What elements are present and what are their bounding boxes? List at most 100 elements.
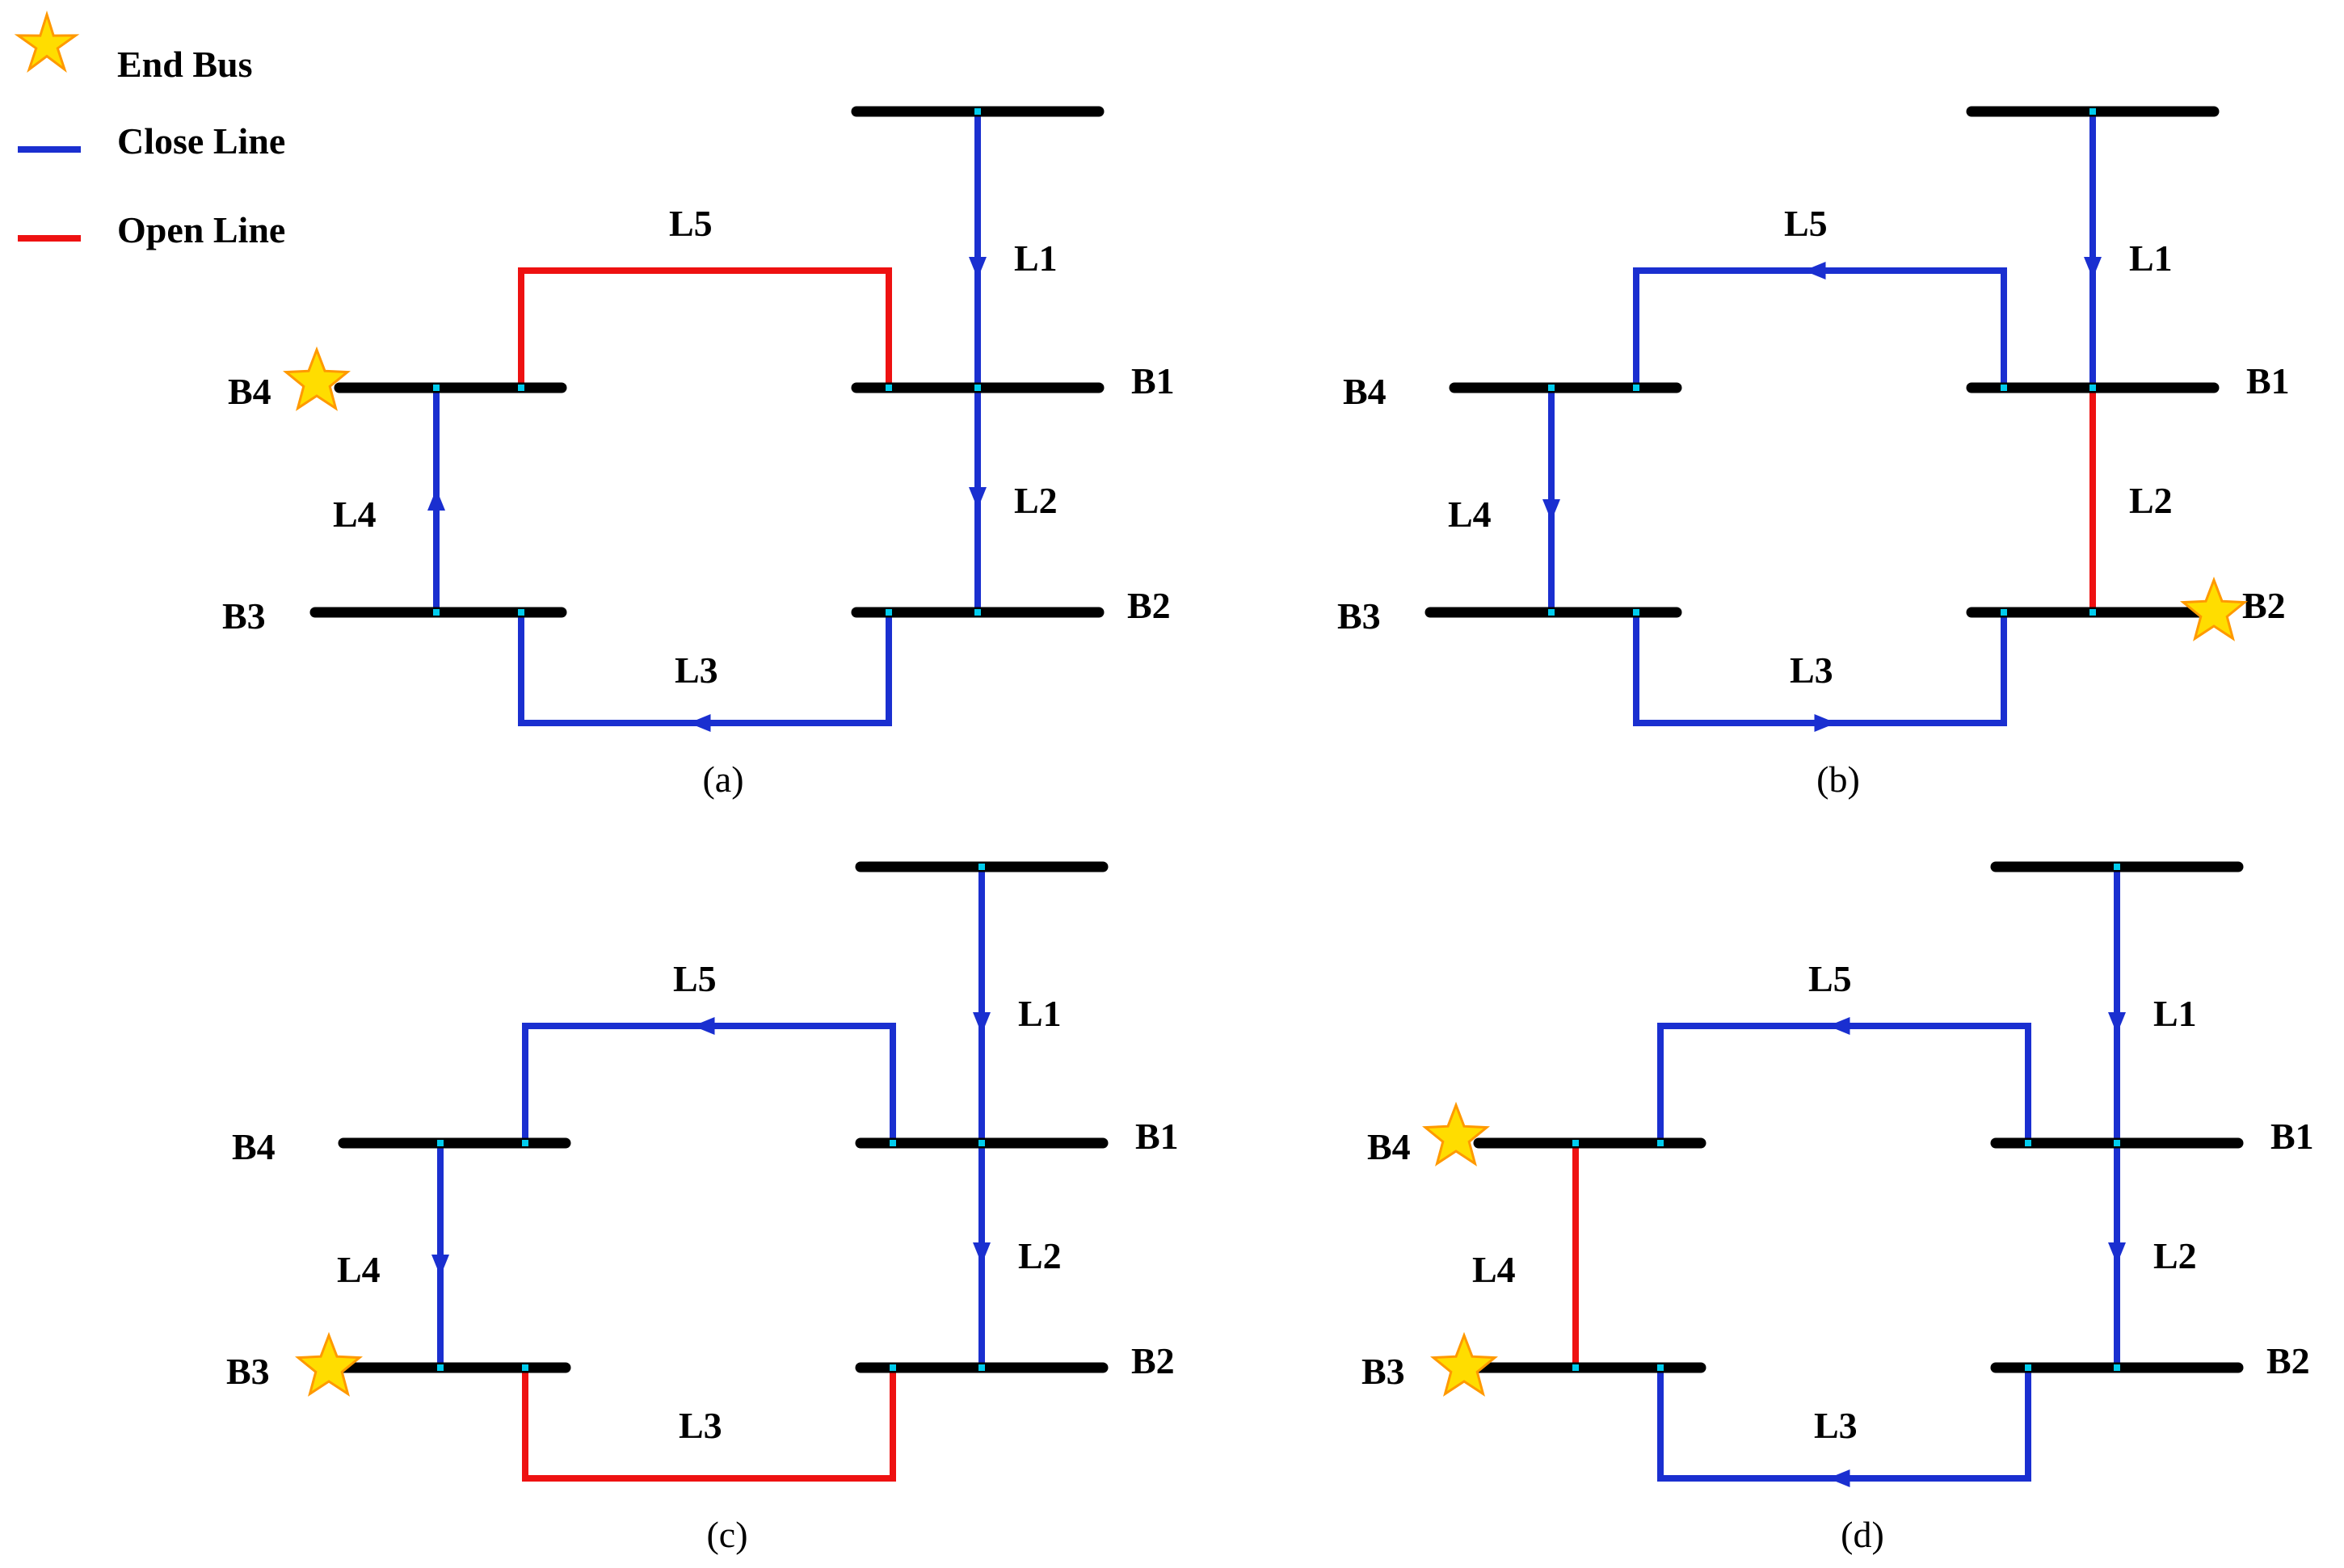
bus-tap [886, 385, 892, 391]
bus-tap [437, 1364, 444, 1371]
l2-flow-arrow-icon [973, 1242, 991, 1264]
line-label-l3: L3 [679, 1405, 722, 1446]
bus-tap [1572, 1140, 1579, 1146]
bus-tap [890, 1140, 896, 1146]
bus-tap [433, 385, 440, 391]
bus-tap [978, 864, 985, 870]
line-label-l4: L4 [1448, 494, 1492, 535]
end-bus-star-icon [295, 1331, 363, 1397]
l4-flow-arrow-icon [427, 489, 445, 511]
line-label-l3: L3 [1814, 1405, 1858, 1446]
l4-flow-arrow-icon [1542, 499, 1560, 521]
bus-label-b2: B2 [1131, 1340, 1175, 1381]
l1-flow-arrow-icon [973, 1012, 991, 1034]
bus-tap [522, 1364, 528, 1371]
line-label-l3: L3 [675, 649, 718, 691]
bus-tap [2001, 609, 2007, 616]
bus-label-b4: B4 [228, 371, 271, 412]
l5-flow-arrow-icon [692, 1017, 715, 1035]
line-label-l1: L1 [1014, 238, 1058, 279]
bus-label-b1: B1 [2246, 360, 2290, 401]
bus-tap [2114, 1364, 2120, 1371]
bus-tap [433, 609, 440, 616]
panel-caption: (d) [1841, 1514, 1884, 1555]
bus-tap [1548, 385, 1555, 391]
bus-label-b3: B3 [222, 595, 266, 637]
bus-tap [1657, 1364, 1664, 1371]
l2-flow-arrow-icon [969, 487, 987, 509]
l1-flow-arrow-icon [2108, 1012, 2126, 1034]
bus-label-b1: B1 [2270, 1116, 2314, 1157]
bus-label-b2: B2 [2266, 1340, 2310, 1381]
bus-tap [518, 609, 524, 616]
bus-tap [1572, 1364, 1579, 1371]
bus-tap [518, 385, 524, 391]
panel-caption: (b) [1816, 759, 1860, 800]
line-label-l2: L2 [1018, 1235, 1062, 1276]
bus-tap [2025, 1140, 2031, 1146]
line-label-l4: L4 [337, 1249, 381, 1290]
bus-tap [2001, 385, 2007, 391]
l2-flow-arrow-icon [2108, 1242, 2126, 1264]
bus-label-b1: B1 [1131, 360, 1175, 401]
bus-label-b1: B1 [1135, 1116, 1179, 1157]
line-l3 [522, 1368, 896, 1482]
bus-label-b4: B4 [232, 1126, 276, 1167]
bus-tap [886, 609, 892, 616]
line-label-l1: L1 [2129, 238, 2173, 279]
bus-tap [1633, 609, 1639, 616]
line-l5 [518, 267, 892, 388]
legend: End Bus Close Line Open Line [14, 10, 285, 250]
bus-tap [1633, 385, 1639, 391]
l3-flow-arrow-icon [1828, 1469, 1850, 1487]
legend-close-line-label: Close Line [117, 120, 285, 162]
bus-label-b2: B2 [1127, 585, 1171, 626]
panel-caption: (a) [702, 759, 743, 800]
bus-tap [437, 1140, 444, 1146]
bus-tap [2089, 108, 2096, 115]
line-label-l1: L1 [2153, 993, 2197, 1034]
l5-flow-arrow-icon [1803, 262, 1826, 280]
bus-tap [974, 609, 981, 616]
line-label-l5: L5 [1784, 203, 1828, 244]
bus-label-b3: B3 [226, 1351, 270, 1392]
line-label-l2: L2 [1014, 480, 1058, 521]
panel-caption: (c) [706, 1514, 747, 1555]
bus-tap [890, 1364, 896, 1371]
bus-tap [2025, 1364, 2031, 1371]
bus-tap [1548, 609, 1555, 616]
l4-flow-arrow-icon [431, 1255, 449, 1276]
bus-tap [2089, 385, 2096, 391]
line-label-l4: L4 [1472, 1249, 1516, 1290]
bus-tap [1657, 1140, 1664, 1146]
l5-flow-arrow-icon [1828, 1017, 1850, 1035]
end-bus-star-icon [1422, 1101, 1490, 1167]
bus-tap [522, 1140, 528, 1146]
line-label-l2: L2 [2129, 480, 2173, 521]
bus-tap [2114, 864, 2120, 870]
bus-tap [974, 385, 981, 391]
bus-tap [2089, 609, 2096, 616]
line-l5 [522, 1023, 896, 1143]
line-l5 [1633, 267, 2007, 388]
line-label-l2: L2 [2153, 1235, 2197, 1276]
bus-tap [2114, 1140, 2120, 1146]
line-label-l5: L5 [1808, 958, 1852, 999]
bus-tap [978, 1364, 985, 1371]
bus-label-b2: B2 [2242, 585, 2286, 626]
end-bus-star-icon [14, 10, 80, 73]
bus-tap [978, 1140, 985, 1146]
line-label-l5: L5 [673, 958, 717, 999]
line-label-l3: L3 [1790, 649, 1833, 691]
legend-open-line-label: Open Line [117, 209, 285, 250]
end-bus-star-icon [2180, 576, 2248, 641]
line-label-l1: L1 [1018, 993, 1062, 1034]
l3-flow-arrow-icon [688, 714, 711, 732]
bus-tap [974, 108, 981, 115]
end-bus-star-icon [1430, 1331, 1498, 1397]
